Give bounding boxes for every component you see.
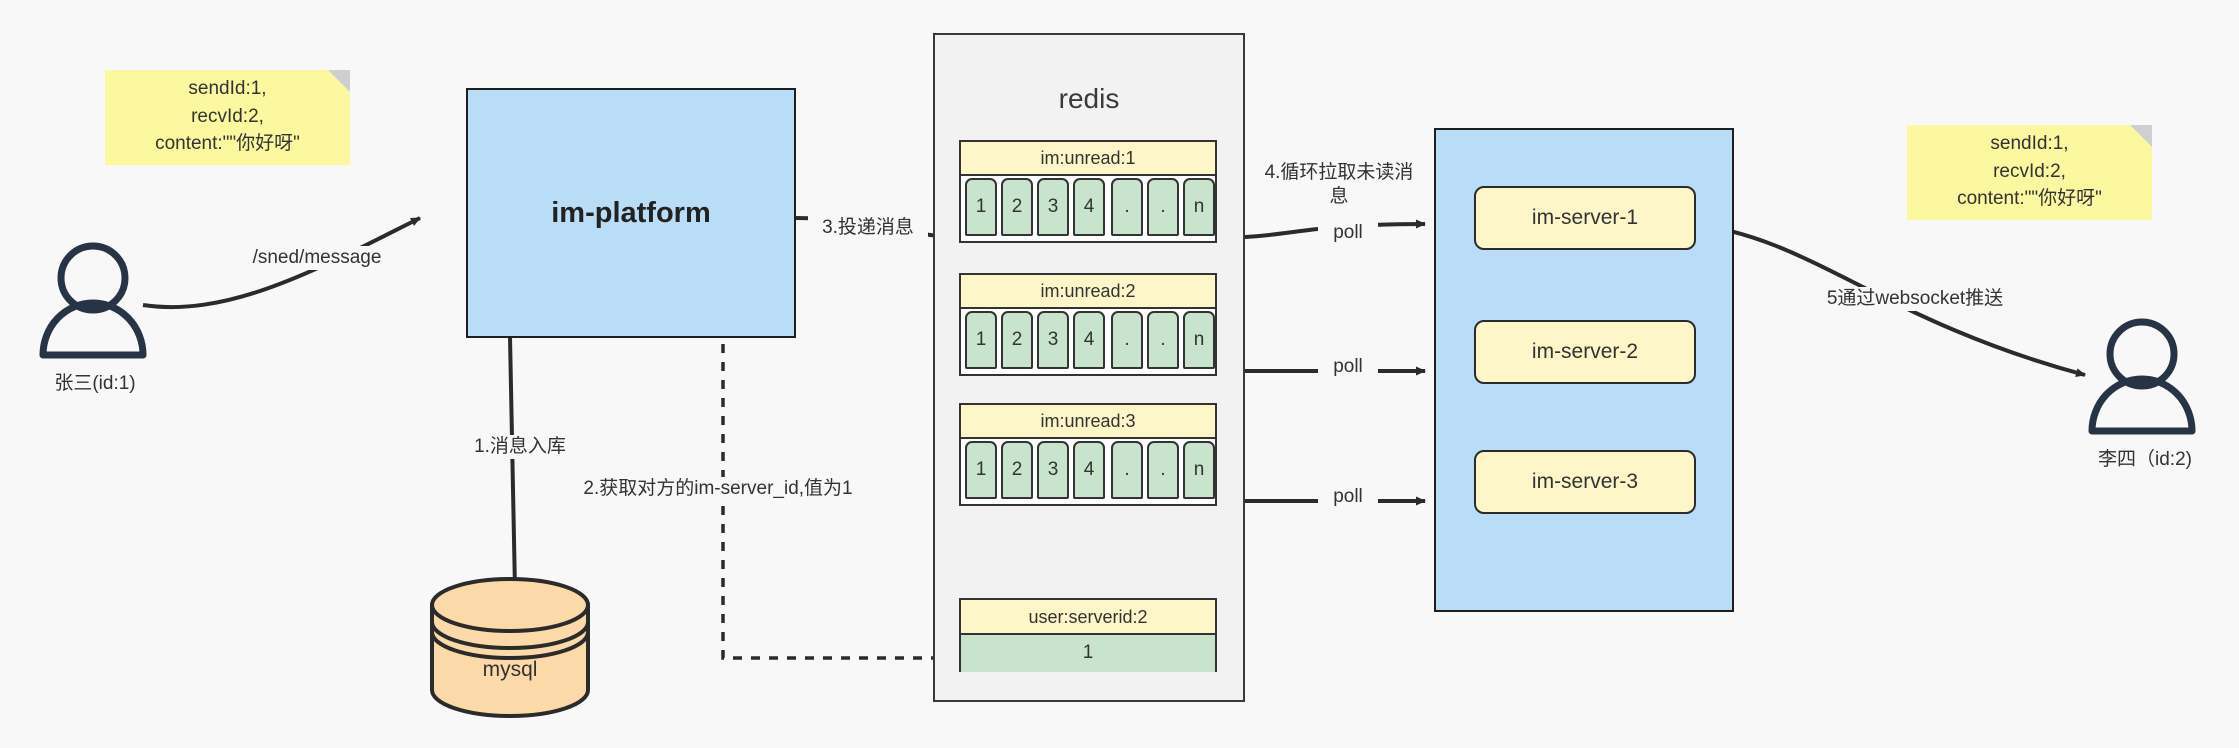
- list-cell: .: [1147, 311, 1179, 369]
- list-cell: .: [1111, 311, 1143, 369]
- list-cell: 4: [1073, 311, 1105, 369]
- node-mysql-label: mysql: [482, 658, 538, 681]
- edge-label-poll-2: poll: [1318, 355, 1378, 379]
- edge-label-step3: 3.投递消息: [808, 216, 928, 240]
- mysql-cylinder: [430, 577, 590, 718]
- list-cell: 3: [1037, 311, 1069, 369]
- redis-list-key-2: im:unread:2: [961, 275, 1215, 309]
- note-left-text: sendId:1, recvId:2, content:""你好呀": [155, 78, 300, 155]
- note-fold-icon: [328, 70, 350, 92]
- redis-list-cells-1: 1 2 3 4 . . n: [961, 176, 1215, 238]
- list-cell: n: [1183, 311, 1215, 369]
- note-left: sendId:1, recvId:2, content:""你好呀": [105, 70, 350, 165]
- node-im-server-2[interactable]: im-server-2: [1474, 320, 1696, 384]
- redis-list-cells-2: 1 2 3 4 . . n: [961, 309, 1215, 371]
- list-cell: 1: [965, 311, 997, 369]
- node-im-platform[interactable]: im-platform: [466, 88, 796, 338]
- list-cell: n: [1183, 441, 1215, 499]
- redis-serverid-box: user:serverid:2 1: [959, 598, 1217, 672]
- edge-label-poll-1: poll: [1318, 221, 1378, 245]
- list-cell: .: [1111, 441, 1143, 499]
- list-cell: 4: [1073, 441, 1105, 499]
- note-right-text: sendId:1, recvId:2, content:""你好呀": [1957, 133, 2102, 210]
- edge-label-step2: 2.获取对方的im-server_id,值为1: [573, 477, 863, 501]
- actor-receiver-glyph: [2088, 318, 2196, 435]
- note-right: sendId:1, recvId:2, content:""你好呀": [1907, 125, 2152, 220]
- list-cell: 3: [1037, 178, 1069, 236]
- list-cell: .: [1147, 441, 1179, 499]
- redis-list-cells-3: 1 2 3 4 . . n: [961, 439, 1215, 501]
- list-cell: 1: [965, 441, 997, 499]
- edge-label-step1: 1.消息入库: [440, 435, 600, 459]
- redis-title: redis: [1058, 83, 1120, 114]
- actor-sender-caption: 张三(id:1): [54, 373, 136, 394]
- list-cell: .: [1111, 178, 1143, 236]
- redis-list-group-3: im:unread:3 1 2 3 4 . . n: [959, 403, 1217, 506]
- edge-label-poll-3: poll: [1318, 485, 1378, 509]
- list-cell: 2: [1001, 311, 1033, 369]
- redis-list-key-1: im:unread:1: [961, 142, 1215, 176]
- redis-list-group-2: im:unread:2 1 2 3 4 . . n: [959, 273, 1217, 376]
- list-cell: .: [1147, 178, 1179, 236]
- list-cell: 2: [1001, 441, 1033, 499]
- actor-sender-glyph: [39, 242, 147, 359]
- redis-list-group-1: im:unread:1 1 2 3 4 . . n: [959, 140, 1217, 243]
- redis-serverid-value: 1: [961, 635, 1215, 672]
- edge-platform-to-mysql: [508, 336, 520, 591]
- redis-list-key-3: im:unread:3: [961, 405, 1215, 439]
- node-im-server-3[interactable]: im-server-3: [1474, 450, 1696, 514]
- edge-label-send-message: /sned/message: [232, 246, 402, 270]
- edge-label-step5: 5通过websocket推送: [1790, 287, 2040, 311]
- im-server-3-label: im-server-3: [1531, 470, 1639, 493]
- im-server-1-label: im-server-1: [1531, 206, 1639, 229]
- list-cell: 3: [1037, 441, 1069, 499]
- list-cell: 4: [1073, 178, 1105, 236]
- im-server-2-label: im-server-2: [1531, 340, 1639, 363]
- list-cell: 2: [1001, 178, 1033, 236]
- redis-serverid-key: user:serverid:2: [961, 600, 1215, 635]
- list-cell: 1: [965, 178, 997, 236]
- list-cell: n: [1183, 178, 1215, 236]
- edge-label-step4: 4.循环拉取未读消 息: [1254, 161, 1424, 209]
- actor-receiver-caption: 李四（id:2): [2098, 449, 2192, 470]
- note-fold-icon: [2130, 125, 2152, 147]
- node-im-server-1[interactable]: im-server-1: [1474, 186, 1696, 250]
- im-platform-label: im-platform: [551, 196, 711, 229]
